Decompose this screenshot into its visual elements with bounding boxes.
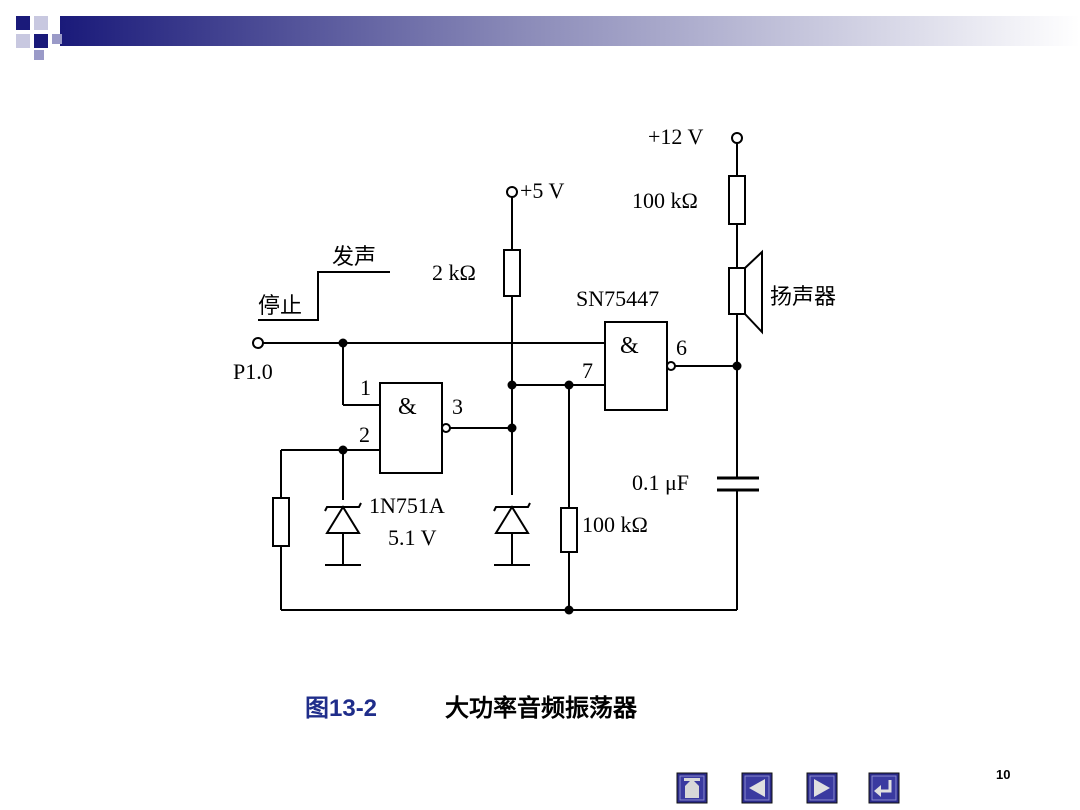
home-icon xyxy=(684,778,700,798)
p10-terminal xyxy=(252,337,264,349)
zener-diode-right xyxy=(493,502,531,566)
junction-dot xyxy=(507,380,517,390)
label-capacitor: 0.1 μF xyxy=(632,470,689,495)
nav-home-button[interactable] xyxy=(676,772,708,804)
label-gate-symbol-1: & xyxy=(398,394,417,420)
speaker-icon xyxy=(728,249,763,335)
resistor-100k-top xyxy=(728,175,746,225)
label-pin-6: 6 xyxy=(676,335,687,360)
junction-dot xyxy=(507,423,517,433)
label-5v: +5 V xyxy=(520,178,565,203)
page-number: 10 xyxy=(996,767,1011,782)
junction-dot xyxy=(338,338,348,348)
label-switch-off: 停止 xyxy=(258,294,302,319)
nav-return-button[interactable] xyxy=(868,772,900,804)
zener-diode-left xyxy=(324,502,362,566)
figure-caption: 图13-2 大功率音频振荡器 xyxy=(0,688,1080,728)
label-r-2k: 2 kΩ xyxy=(432,260,476,285)
label-switch-on: 发声 xyxy=(332,245,376,270)
caption-label: 图13-2 xyxy=(305,695,378,722)
nav-next-button[interactable] xyxy=(806,772,838,804)
vcc5-terminal xyxy=(506,186,518,198)
label-pin-1: 1 xyxy=(360,375,371,400)
label-12v: +12 V xyxy=(648,124,704,149)
vcc12-terminal xyxy=(731,132,743,144)
switch-indicator xyxy=(258,271,390,321)
label-port: P1.0 xyxy=(233,359,273,384)
junction-dot xyxy=(338,445,348,455)
caption-title: 大功率音频振荡器 xyxy=(445,694,637,722)
junction-dot xyxy=(732,361,742,371)
label-zener-voltage: 5.1 V xyxy=(388,525,437,550)
nav-previous-button[interactable] xyxy=(741,772,773,804)
junction-dot xyxy=(564,380,574,390)
return-icon xyxy=(874,780,892,797)
resistor-left xyxy=(272,497,290,547)
label-r-100k-top: 100 kΩ xyxy=(632,188,698,213)
next-icon xyxy=(814,779,830,797)
previous-icon xyxy=(749,779,765,797)
label-driver-ic: SN75447 xyxy=(576,286,659,311)
label-pin-7: 7 xyxy=(582,358,593,383)
label-zener-part: 1N751A xyxy=(369,493,445,518)
title-banner xyxy=(16,16,1080,60)
label-pin-3: 3 xyxy=(452,394,463,419)
label-r-100k-bottom: 100 kΩ xyxy=(582,512,648,537)
label-pin-2: 2 xyxy=(359,422,370,447)
junction-dot xyxy=(564,605,574,615)
resistor-2k xyxy=(503,249,521,297)
label-speaker: 扬声器 xyxy=(770,285,836,310)
corner-logo-squares xyxy=(16,16,62,60)
label-gate-symbol-2: & xyxy=(620,333,639,359)
resistor-100k-bottom xyxy=(560,507,578,553)
